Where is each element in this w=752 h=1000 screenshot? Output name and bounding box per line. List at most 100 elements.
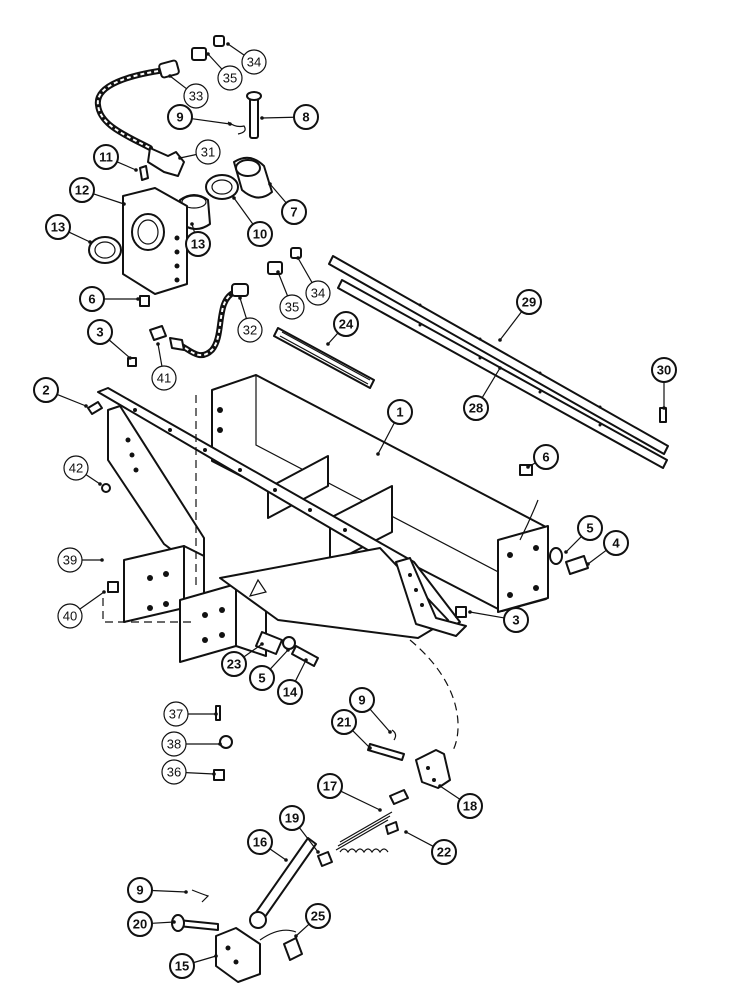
callout-33: 33: [168, 74, 209, 109]
bearing-plate: [122, 165, 188, 295]
callout-circle: [167, 104, 193, 130]
callout-circle: [305, 280, 331, 306]
callout-leader: [327, 332, 339, 345]
callout-13: 13: [45, 214, 92, 244]
callout-number: 22: [437, 845, 451, 860]
callout-38: 38: [161, 731, 222, 757]
callout-circle: [305, 903, 331, 929]
callout-circle: [387, 399, 413, 425]
callout-leader: [269, 649, 289, 670]
callout-circle: [151, 365, 177, 391]
callout-number: 19: [285, 811, 299, 826]
callout-leader: [352, 730, 371, 749]
callout-39: 39: [57, 547, 104, 573]
callout-arrowhead: [376, 452, 380, 456]
callout-leader: [239, 297, 247, 319]
callout-circle: [533, 444, 559, 470]
callout-number: 17: [323, 779, 337, 794]
callout-arrowhead: [136, 297, 140, 301]
callout-number: 30: [657, 363, 671, 378]
callout-number: 14: [283, 685, 298, 700]
callout-circle: [603, 530, 629, 556]
callout-13: 13: [185, 222, 211, 257]
callout-18: 18: [438, 784, 483, 819]
callout-number: 34: [311, 286, 325, 301]
callout-arrowhead: [564, 550, 568, 554]
callout-10: 10: [232, 196, 273, 247]
callout-circle: [331, 709, 357, 735]
callout-arrowhead: [526, 465, 530, 469]
callout-41: 41: [151, 342, 177, 391]
lower-hose-assembly: [127, 247, 302, 367]
callout-1: 1: [376, 399, 413, 456]
callout-number: 5: [258, 671, 265, 686]
callout-circle: [33, 377, 59, 403]
callout-arrowhead: [260, 642, 264, 646]
callout-arrowhead: [286, 648, 290, 652]
callout-29: 29: [498, 289, 542, 342]
callout-leader: [169, 75, 187, 90]
callout-number: 28: [469, 401, 483, 416]
callout-2: 2: [33, 377, 88, 408]
callout-arrowhead: [586, 562, 590, 566]
callout-35: 35: [276, 270, 305, 320]
upper-hose-assembly: [94, 35, 225, 177]
callout-35: 35: [206, 52, 243, 91]
callout-number: 25: [311, 909, 325, 924]
callout-arrowhead: [284, 858, 288, 862]
callout-circle: [217, 65, 243, 91]
callout-circle: [279, 294, 305, 320]
callout-circle: [503, 607, 529, 633]
callout-circle: [185, 231, 211, 257]
callout-circle: [249, 665, 275, 691]
callout-circle: [651, 357, 677, 383]
callout-arrowhead: [498, 366, 502, 370]
lower-pins: [171, 889, 303, 983]
callout-number: 3: [96, 325, 103, 340]
callout-circle: [221, 651, 247, 677]
callout-arrowhead: [304, 658, 308, 662]
callout-number: 41: [157, 371, 171, 386]
callout-leader: [295, 923, 310, 937]
callout-leader: [469, 611, 505, 619]
callout-arrowhead: [184, 890, 188, 894]
callout-arrowhead: [168, 74, 172, 78]
callout-circle: [161, 731, 187, 757]
callout-number: 13: [51, 220, 65, 235]
callout-37: 37: [163, 701, 218, 727]
callout-circle: [333, 311, 359, 337]
callout-leader: [151, 921, 175, 924]
callout-15: 15: [169, 953, 218, 979]
callout-arrowhead: [260, 116, 264, 120]
callout-leader: [191, 118, 231, 125]
callout-number: 15: [175, 959, 189, 974]
callout-number: 12: [75, 183, 89, 198]
callout-leader: [269, 848, 287, 861]
callout-20: 20: [127, 911, 176, 937]
callout-circle: [93, 144, 119, 170]
frame-dashed-links: [102, 395, 539, 753]
callout-leader: [79, 591, 105, 610]
callout-circle: [161, 759, 187, 785]
callout-circle: [281, 199, 307, 225]
callout-leader: [269, 183, 287, 204]
callout-leader: [185, 771, 215, 775]
callout-leader: [340, 790, 381, 811]
callout-circle: [69, 177, 95, 203]
callout-arrowhead: [218, 742, 222, 746]
callout-9: 9: [349, 687, 392, 734]
callout-14: 14: [277, 658, 308, 705]
callout-number: 31: [201, 145, 215, 160]
callout-circle: [463, 395, 489, 421]
callout-arrowhead: [378, 808, 382, 812]
callout-number: 11: [99, 150, 113, 165]
callout-leader: [56, 393, 87, 407]
callout-leader: [157, 343, 163, 367]
callout-leader: [193, 955, 217, 964]
callout-32: 32: [237, 296, 263, 343]
callout-leader: [108, 339, 131, 359]
callout-leader: [68, 231, 91, 243]
callout-22: 22: [404, 830, 457, 865]
callout-number: 6: [542, 450, 549, 465]
callout-arrowhead: [134, 168, 138, 172]
